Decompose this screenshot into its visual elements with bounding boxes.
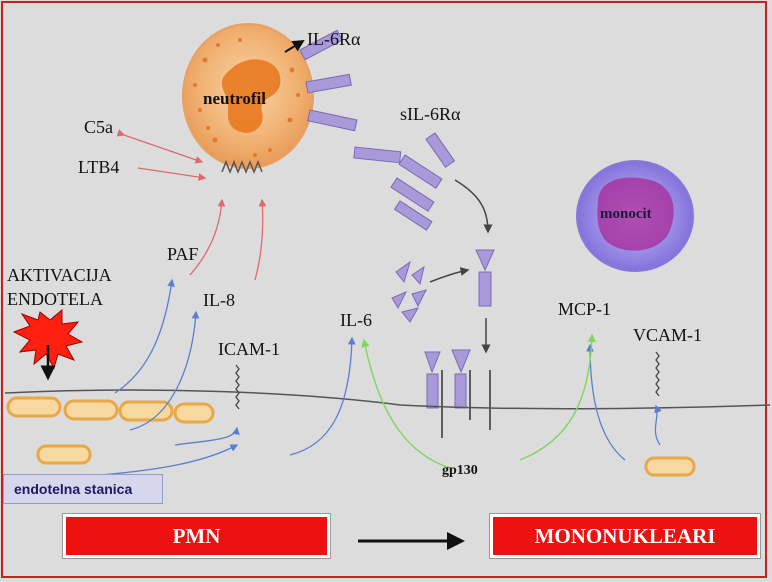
label-c5a: C5a <box>84 117 113 137</box>
mononuklear-box: MONONUKLEARI <box>489 513 761 559</box>
label-sil6ra: sIL-6Rα <box>400 104 461 124</box>
label-neutrofil: neutrofil <box>203 89 266 108</box>
red-arrows <box>116 129 267 281</box>
endothelial-cell-label-box: endotelna stanica <box>3 474 163 504</box>
label-paf: PAF <box>167 244 199 264</box>
membrane-receptors-gp130 <box>424 349 491 438</box>
label-icam1: ICAM-1 <box>218 339 280 359</box>
label-endotelna-stanica: endotelna stanica <box>14 481 133 497</box>
soluble-il6r <box>353 132 456 231</box>
il6-receptor-complex <box>478 271 492 307</box>
label-il6: IL-6 <box>340 310 372 330</box>
label-il6ra: IL-6Rα <box>307 29 361 49</box>
endothelial-cells <box>6 396 696 477</box>
il6-molecules <box>391 249 495 323</box>
label-monocit: monocit <box>600 206 652 222</box>
label-mcp1: MCP-1 <box>558 299 612 319</box>
pmn-box: PMN <box>62 513 331 559</box>
label-endotela: ENDOTELA <box>7 289 103 309</box>
label-gp130: gp130 <box>442 463 478 478</box>
il6r-membrane-receptors <box>299 29 358 132</box>
green-arrows <box>361 333 596 469</box>
neutrophil-cell <box>182 23 314 175</box>
icam1-molecule <box>235 364 240 410</box>
label-il8: IL-8 <box>203 290 235 310</box>
label-vcam1: VCAM-1 <box>633 325 703 345</box>
blue-arrows <box>99 278 662 476</box>
pmn-label: PMN <box>172 524 221 548</box>
vcam1-molecule <box>655 351 660 397</box>
label-aktivacija: AKTIVACIJA <box>7 265 112 285</box>
endothelial-membrane <box>4 389 771 410</box>
monocyte-cell <box>576 160 694 272</box>
mononuklear-label: MONONUKLEARI <box>534 524 716 548</box>
label-ltb4: LTB4 <box>78 157 120 177</box>
